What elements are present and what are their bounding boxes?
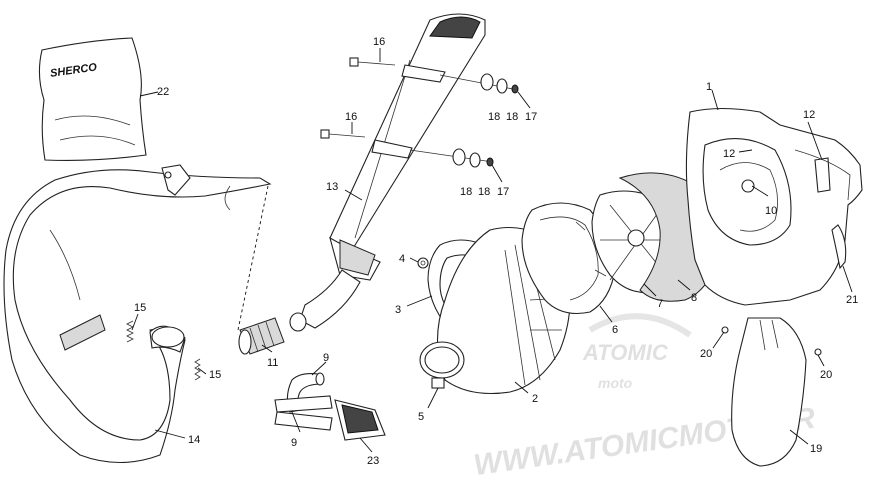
part-13-silencer (289, 13, 486, 332)
part-6-cage-plate (521, 202, 616, 315)
callout-14: 14 (188, 434, 200, 446)
callout-9-lower: 9 (291, 437, 297, 449)
callout-20-left: 20 (700, 348, 712, 360)
watermark-logo: ATOMIC (582, 340, 669, 365)
part-23-check-valve (334, 399, 386, 441)
callout-1: 1 (706, 81, 712, 93)
part-5-clamp (419, 341, 465, 389)
callout-21: 21 (846, 294, 858, 306)
callout-9-upper: 9 (323, 352, 329, 364)
leader-lines (131, 48, 853, 453)
callout-20-right: 20 (820, 369, 832, 381)
part-14-exhaust-pipe (3, 164, 272, 464)
callout-15-left: 15 (134, 302, 146, 314)
part-9-hoses (274, 372, 333, 431)
callout-5: 5 (418, 411, 424, 423)
callout-18-upper-b: 18 (506, 111, 518, 123)
callout-22: 22 (157, 86, 169, 98)
part-4-screw (417, 257, 429, 269)
callout-19: 19 (810, 443, 822, 455)
callout-7: 7 (657, 298, 663, 310)
callout-10: 10 (765, 205, 777, 217)
part-21-strap (831, 224, 847, 270)
callout-8: 8 (691, 292, 697, 304)
part-18-17-washers-nuts (409, 73, 519, 168)
callout-17-upper: 17 (525, 111, 537, 123)
callout-13: 13 (326, 181, 338, 193)
part-1-airbox (685, 107, 863, 306)
part-19-mudguard (731, 317, 807, 467)
watermark-logo-sub: moto (598, 375, 633, 391)
part-22-storage-bag: SHERCO (38, 37, 147, 161)
part-20-screws (721, 326, 822, 356)
callout-15-right: 15 (209, 369, 221, 381)
callout-2: 2 (532, 393, 538, 405)
callout-23: 23 (367, 455, 379, 467)
callout-11: 11 (267, 357, 278, 369)
callout-17-lower: 17 (497, 186, 509, 198)
part-11-coupler (238, 317, 285, 355)
callout-18-lower-b: 18 (478, 186, 490, 198)
callout-16-lower: 16 (345, 111, 357, 123)
callout-6: 6 (612, 324, 618, 336)
part-16-bolts (320, 57, 396, 139)
callout-18-lower-a: 18 (460, 186, 472, 198)
part-15-springs (126, 320, 201, 381)
callout-16-upper: 16 (373, 36, 385, 48)
callout-12-left: 12 (723, 148, 735, 160)
callout-12-right: 12 (803, 109, 815, 121)
callout-4: 4 (399, 253, 405, 265)
callout-3: 3 (395, 304, 401, 316)
callout-18-upper-a: 18 (488, 111, 500, 123)
callout-labels: 1 2 3 4 5 6 7 8 9 9 10 11 12 12 13 14 15… (134, 36, 858, 467)
